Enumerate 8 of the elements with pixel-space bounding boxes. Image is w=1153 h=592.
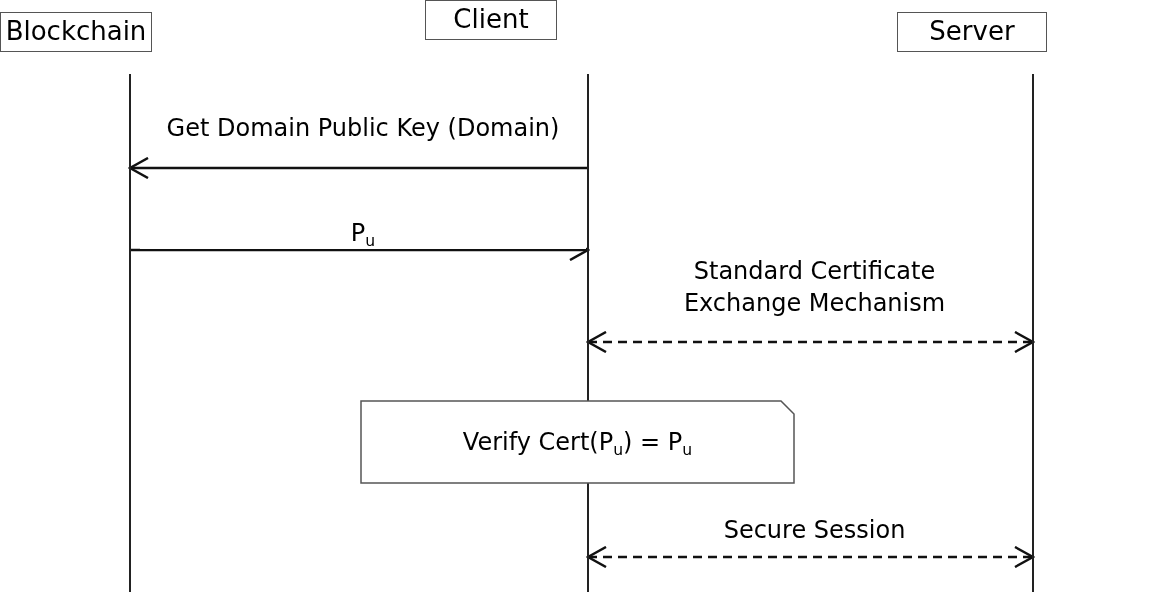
note-text: Verify Cert(P$_{u}$) = P$_{u}$ (462, 428, 693, 456)
message-arrow (586, 330, 1035, 354)
participant-box: Client (425, 0, 557, 40)
note-box (360, 400, 795, 484)
participant-box: Server (897, 12, 1047, 52)
participant-box: Blockchain (0, 12, 152, 52)
message-arrow (128, 156, 588, 180)
message-arrow (586, 545, 1035, 569)
